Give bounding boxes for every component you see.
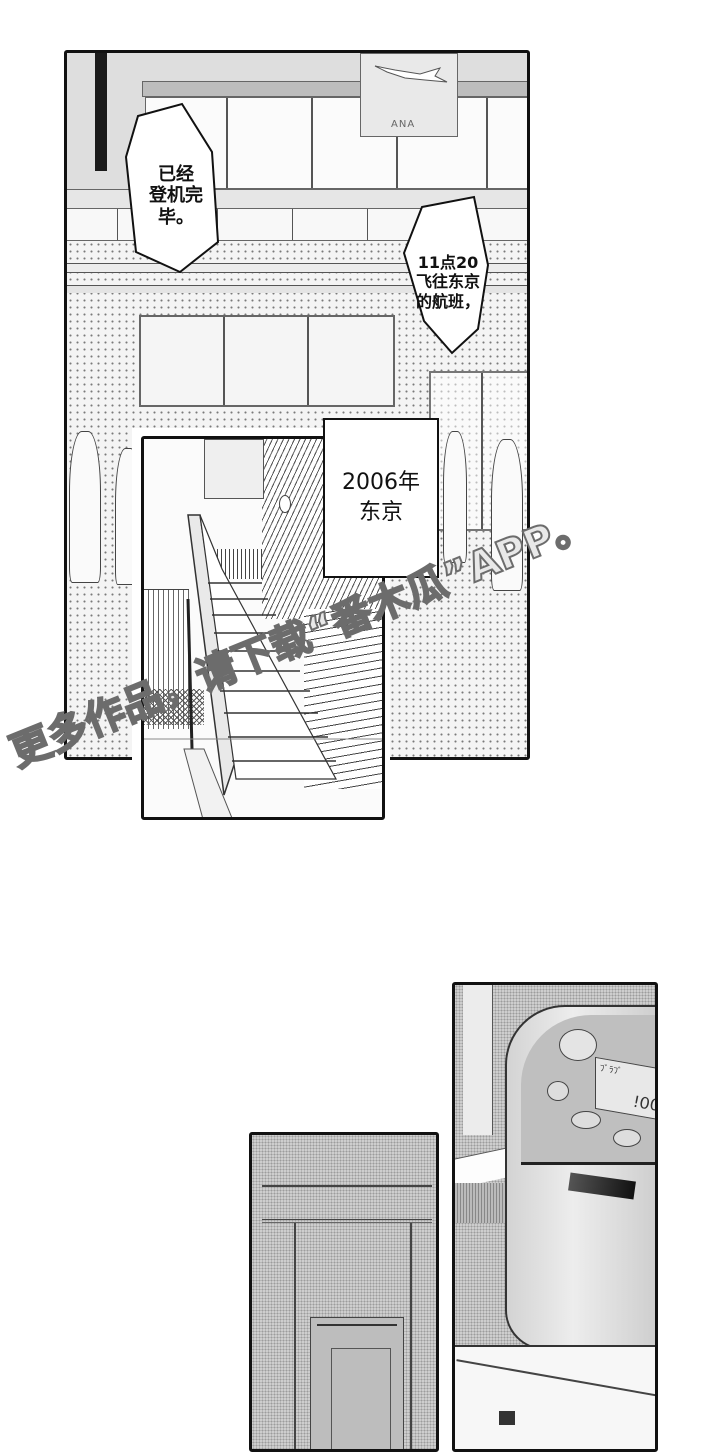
airline-sign: ANA bbox=[360, 53, 458, 137]
terminal-glass-windows bbox=[139, 315, 395, 407]
display-value: !00 bbox=[633, 1091, 658, 1116]
lattice-fence bbox=[144, 689, 204, 725]
passenger-figure bbox=[443, 431, 467, 563]
wall-lamp bbox=[279, 495, 291, 513]
rice-cooker-button-round bbox=[559, 1029, 597, 1061]
panel-rice-cooker: ﾌﾞﾗﾌﾞ !00 bbox=[452, 982, 658, 1452]
location-date-caption: 2006年 东京 bbox=[323, 418, 439, 578]
display-label: ﾌﾞﾗﾌﾞ bbox=[600, 1063, 623, 1078]
speech-bubble-boarding-text: 已经 登机完 毕。 bbox=[149, 163, 203, 228]
ceiling-rail-2 bbox=[67, 285, 527, 293]
caption-year: 2006年 bbox=[342, 470, 420, 496]
ceiling-beam bbox=[262, 1185, 432, 1187]
door bbox=[310, 1317, 404, 1449]
rice-cooker-button-timer bbox=[613, 1129, 641, 1147]
staircase bbox=[144, 514, 382, 817]
rice-cooker-button-start bbox=[571, 1111, 601, 1129]
speech-bubble-boarding bbox=[124, 102, 220, 274]
drawer-handle bbox=[499, 1411, 515, 1425]
panel-apartment-stairs bbox=[141, 436, 385, 820]
dark-pillar bbox=[95, 53, 107, 171]
speech-bubble-flight-text: 11点20 飞往东京 的航班， bbox=[415, 253, 480, 311]
hallway-wall-right bbox=[410, 1223, 412, 1449]
passenger-figure bbox=[491, 439, 523, 591]
upper-landing bbox=[204, 439, 264, 499]
wall-corner bbox=[463, 985, 493, 1135]
door-frame-top bbox=[262, 1219, 432, 1223]
window-beam bbox=[142, 81, 527, 97]
caption-city: 东京 bbox=[358, 500, 403, 525]
rice-cooker-button-menu bbox=[547, 1081, 569, 1101]
passenger-figure bbox=[69, 431, 101, 583]
counter-shelf bbox=[455, 1345, 655, 1449]
panel-hallway-door bbox=[249, 1132, 439, 1452]
airline-logo-text: ANA bbox=[391, 119, 416, 130]
hallway-wall-left bbox=[294, 1223, 296, 1449]
airplane-icon bbox=[374, 65, 448, 83]
ceiling-rail bbox=[67, 263, 527, 273]
speech-bubble-flight bbox=[402, 195, 490, 355]
